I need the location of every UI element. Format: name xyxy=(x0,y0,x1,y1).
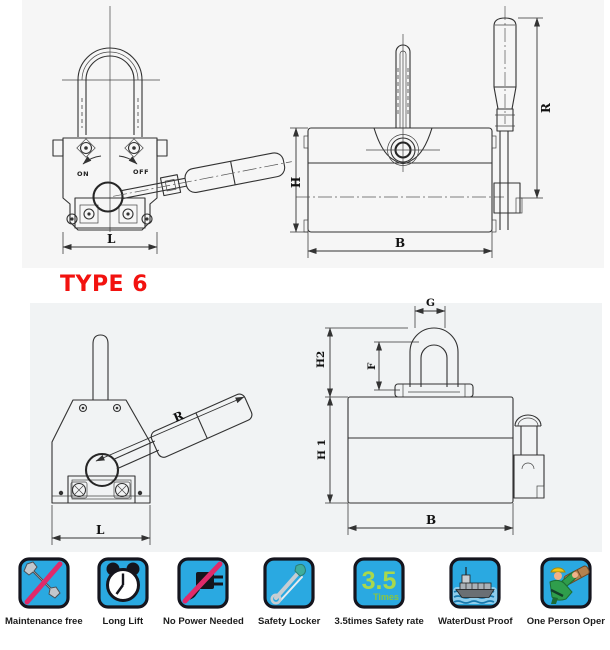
dim-G: G xyxy=(414,297,446,328)
hour-hand xyxy=(115,584,124,595)
dim-label-L-top: L xyxy=(107,232,116,246)
feature-safety-locker: Safety Locker xyxy=(258,557,320,627)
safety-rate-icon: 3.5 Times xyxy=(353,557,405,609)
feature-waterdust-proof: WaterDust Proof xyxy=(438,557,513,627)
dim-L-type6: L xyxy=(51,505,151,545)
container-lines xyxy=(465,583,485,589)
feature-label: Maintenance free xyxy=(5,616,83,627)
dim-F: F xyxy=(366,341,419,391)
front-view-top-drawing: ON OFF L xyxy=(52,6,292,254)
lifter-body-type6 xyxy=(51,399,151,504)
worker-hand xyxy=(571,572,578,578)
dim-label-F: F xyxy=(366,362,378,370)
feature-label: 3.5times Safety rate xyxy=(334,616,424,627)
lever-handle-type6 xyxy=(112,393,253,470)
dim-label-H: H xyxy=(289,177,303,188)
safety-pin-icon xyxy=(263,557,315,609)
dim-label-B-top: B xyxy=(395,236,405,250)
off-marking: OFF xyxy=(133,168,149,176)
dim-label-H1: H 1 xyxy=(316,439,328,460)
feature-label: WaterDust Proof xyxy=(437,616,513,627)
feature-list: Maintenance free Long Lift No Power Need… xyxy=(0,557,610,627)
wrench-glyph xyxy=(23,561,61,599)
feature-maintenance-free: Maintenance free xyxy=(5,557,83,627)
wrench-crossed-icon xyxy=(18,557,70,609)
feature-safety-rate: 3.5 Times 3.5times Safety rate xyxy=(335,557,424,627)
bolts-type6 xyxy=(58,403,143,499)
shackle-outline xyxy=(77,47,143,137)
feature-no-power: No Power Needed xyxy=(163,557,244,627)
dim-L: L xyxy=(62,232,158,254)
lifter-body-side-type6 xyxy=(347,396,514,504)
on-marking: ON xyxy=(77,170,89,178)
dim-label-H2: H2 xyxy=(315,351,327,368)
pivot-bracket xyxy=(366,127,440,166)
dim-R-type6: R xyxy=(95,396,245,462)
side-view-top-drawing: H B R xyxy=(289,6,553,258)
type-label: TYPE 6 xyxy=(60,272,149,297)
lifter-body xyxy=(52,137,168,231)
feature-label: No Power Needed xyxy=(163,616,244,627)
dim-R-top: R xyxy=(518,17,553,199)
plug-crossed-icon xyxy=(177,557,230,609)
prohibit-slash xyxy=(24,561,63,605)
dim-B-top: B xyxy=(307,232,493,258)
top-post xyxy=(92,334,109,400)
bolts xyxy=(66,138,153,225)
pin-bar-2 xyxy=(279,576,304,602)
safety-rate-value: 3.5 xyxy=(362,567,397,595)
pin-coil xyxy=(270,593,282,605)
hard-hat xyxy=(550,567,566,573)
wave xyxy=(453,600,495,604)
prohibit-slash xyxy=(182,561,223,604)
pin-clasp xyxy=(294,563,307,577)
worker-belt xyxy=(550,588,564,598)
dim-label-R-top: R xyxy=(539,102,553,113)
shackle-edge-view xyxy=(395,34,411,172)
handle-vertical xyxy=(493,6,523,230)
dim-H1: H 1 xyxy=(316,396,348,504)
ship-hull xyxy=(455,589,496,598)
feature-label: Safety Locker xyxy=(258,616,321,627)
ship-icon xyxy=(449,557,501,609)
dim-label-L-type6: L xyxy=(96,523,105,537)
rotate-arrow-on xyxy=(82,155,102,165)
feature-long-lift: Long Lift xyxy=(97,557,149,627)
alarm-clock-icon xyxy=(97,557,149,609)
lifting-eye xyxy=(394,327,474,398)
feature-label: Long Lift xyxy=(102,616,144,627)
ship-containers xyxy=(459,582,492,590)
side-view-bottom-drawing: G H2 F H 1 B xyxy=(315,297,545,535)
front-view-bottom-drawing: R L xyxy=(51,334,253,545)
feature-label: One Person Oper xyxy=(526,616,605,627)
pivot-hub xyxy=(92,181,124,213)
safety-rate-unit: Times xyxy=(373,592,399,602)
dim-H2: H2 xyxy=(315,327,408,398)
rotate-arrow-off xyxy=(118,155,138,165)
dim-label-G: G xyxy=(426,297,435,309)
worker-icon xyxy=(540,557,592,609)
dim-label-B-bottom: B xyxy=(426,513,436,527)
side-knob xyxy=(513,414,545,499)
lever-handle xyxy=(113,152,292,200)
worker-face xyxy=(553,572,562,580)
dim-H: H xyxy=(289,127,308,233)
worker-leg xyxy=(550,597,558,604)
feature-one-person: One Person Oper xyxy=(527,557,605,627)
dim-B-bottom: B xyxy=(347,503,514,535)
